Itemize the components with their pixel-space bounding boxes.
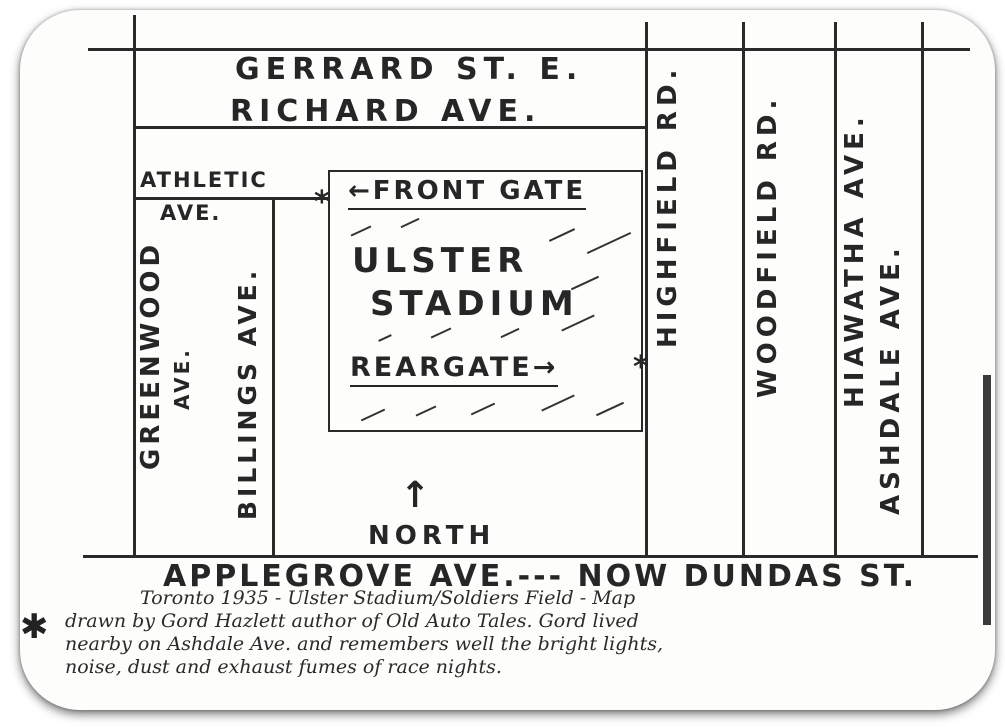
map-card: GERRARD ST. E. RICHARD AVE. ATHLETIC AVE…: [20, 10, 995, 710]
front-gate-marker-icon: *: [314, 185, 333, 220]
caption-line-4: noise, dust and exhaust fumes of race ni…: [65, 656, 502, 678]
hatch-mark: [415, 405, 437, 417]
stadium-name-line1: ULSTER: [352, 241, 529, 281]
hatch-mark: [570, 275, 600, 291]
road-hiawatha-line: [834, 22, 837, 557]
hatch-mark: [595, 401, 625, 417]
stadium-outline: ←FRONT GATE ULSTER STADIUM REARGATE→: [328, 170, 643, 432]
north-label: NORTH: [368, 521, 496, 551]
street-label-richard: RICHARD AVE.: [230, 94, 542, 129]
front-gate-label: ←FRONT GATE: [348, 176, 587, 210]
road-woodfield-line: [742, 22, 745, 557]
street-label-athletic-ave: AVE.: [160, 201, 222, 225]
street-label-applegrove: APPLEGROVE AVE.--- NOW DUNDAS ST.: [163, 559, 918, 594]
street-label-hiawatha: HIAWATHA AVE.: [840, 112, 870, 408]
hatch-mark: [350, 225, 372, 237]
hatch-mark: [360, 408, 386, 422]
hatch-mark: [541, 394, 575, 412]
street-label-greenwood-ave: AVE.: [170, 347, 194, 410]
street-label-athletic: ATHLETIC: [140, 168, 268, 192]
street-label-highfield: HIGHFIELD RD.: [653, 64, 683, 348]
caption-line-1: Toronto 1935 - Ulster Stadium/Soldiers F…: [140, 587, 636, 609]
street-label-gerrard: GERRARD ST. E.: [235, 52, 584, 87]
scan-edge-shadow: [983, 375, 991, 625]
caption-line-2: drawn by Gord Hazlett author of Old Auto…: [65, 610, 639, 632]
hatch-mark: [378, 334, 392, 342]
street-label-billings: BILLINGS AVE.: [233, 266, 262, 520]
map-caption: Toronto 1935 - Ulster Stadium/Soldiers F…: [65, 587, 955, 679]
street-label-greenwood: GREENWOOD: [136, 240, 166, 470]
stadium-name-line2: STADIUM: [370, 284, 579, 324]
rear-gate-label: REARGATE→: [350, 352, 559, 387]
hatch-mark: [470, 402, 496, 416]
road-athletic-line: [135, 197, 328, 200]
road-ashdale-line: [921, 22, 924, 557]
road-greenwood-line: [133, 15, 136, 557]
road-billings-line: [272, 198, 275, 557]
hatch-mark: [400, 217, 420, 229]
road-gerrard-line: [88, 48, 970, 51]
road-highfield-line: [645, 22, 648, 557]
road-richard-line: [135, 126, 645, 129]
street-label-woodfield: WOODFIELD RD.: [753, 94, 783, 398]
road-applegrove-line: [83, 555, 978, 558]
hatch-mark: [548, 228, 576, 242]
hatch-mark: [430, 327, 452, 339]
north-arrow-icon: ↑: [400, 475, 434, 516]
rear-gate-marker-icon: *: [633, 350, 652, 385]
street-label-ashdale: ASHDALE AVE.: [876, 243, 906, 515]
asterisk-icon: ✱: [20, 607, 49, 647]
hatch-mark: [500, 327, 520, 339]
caption-line-3: nearby on Ashdale Ave. and remembers wel…: [65, 633, 663, 655]
hatch-mark: [586, 231, 632, 255]
